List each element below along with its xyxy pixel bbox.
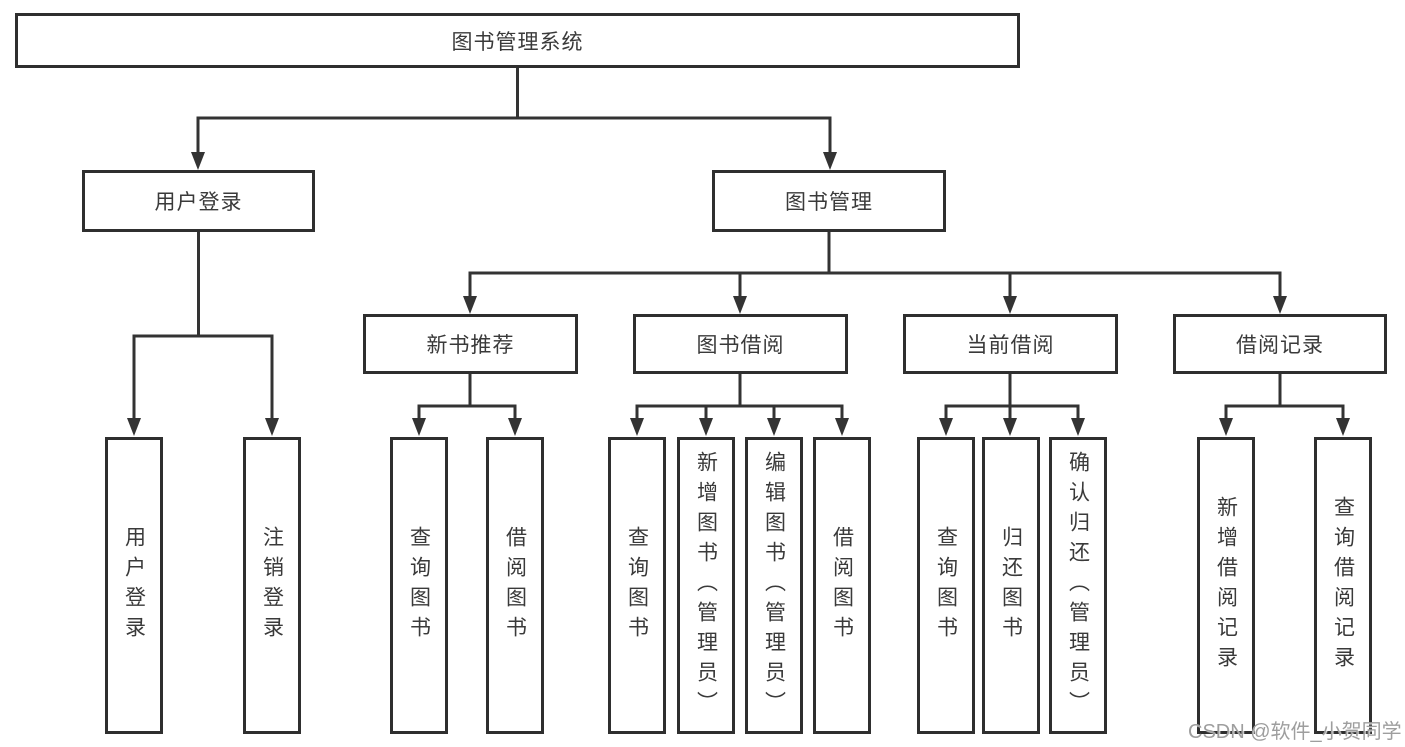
node-new-book-recommend: 新书推荐 bbox=[363, 314, 578, 374]
leaf-records-add-record: 新增借阅记录 bbox=[1197, 437, 1255, 734]
leaf-logout: 注销登录 bbox=[243, 437, 301, 734]
node-book-borrowing: 图书借阅 bbox=[633, 314, 848, 374]
node-user-login-label: 用户登录 bbox=[154, 191, 243, 214]
leaf-records-search-record: 查询借阅记录 bbox=[1314, 437, 1372, 734]
node-book-borrowing-label: 图书借阅 bbox=[696, 334, 785, 357]
leaf-borrowing-borrow-books: 借阅图书 bbox=[813, 437, 871, 734]
leaf-borrowing-search-books: 查询图书 bbox=[608, 437, 666, 734]
node-borrow-records-label: 借阅记录 bbox=[1236, 334, 1324, 357]
node-user-login: 用户登录 bbox=[82, 170, 315, 232]
csdn-watermark: CSDN @软件_小贺同学 bbox=[1188, 721, 1402, 743]
node-book-management-label: 图书管理 bbox=[785, 191, 873, 214]
node-new-book-recommend-label: 新书推荐 bbox=[426, 334, 515, 357]
node-book-management: 图书管理 bbox=[712, 170, 946, 232]
leaf-current-return-books: 归还图书 bbox=[982, 437, 1040, 734]
leaf-borrowing-edit-books-admin: 编辑图书（管理员） bbox=[745, 437, 803, 734]
node-root-label: 图书管理系统 bbox=[451, 30, 584, 54]
node-root-system: 图书管理系统 bbox=[15, 13, 1020, 68]
leaf-recommend-borrow-books: 借阅图书 bbox=[486, 437, 544, 734]
leaf-current-search-books: 查询图书 bbox=[917, 437, 975, 734]
leaf-recommend-search-books: 查询图书 bbox=[390, 437, 448, 734]
node-current-borrowing: 当前借阅 bbox=[903, 314, 1118, 374]
leaf-current-confirm-return-admin: 确认归还（管理员） bbox=[1049, 437, 1107, 734]
node-current-borrowing-label: 当前借阅 bbox=[966, 334, 1055, 357]
leaf-user-login: 用户登录 bbox=[105, 437, 163, 734]
leaf-borrowing-add-books-admin: 新增图书（管理员） bbox=[677, 437, 735, 734]
node-borrow-records: 借阅记录 bbox=[1173, 314, 1387, 374]
